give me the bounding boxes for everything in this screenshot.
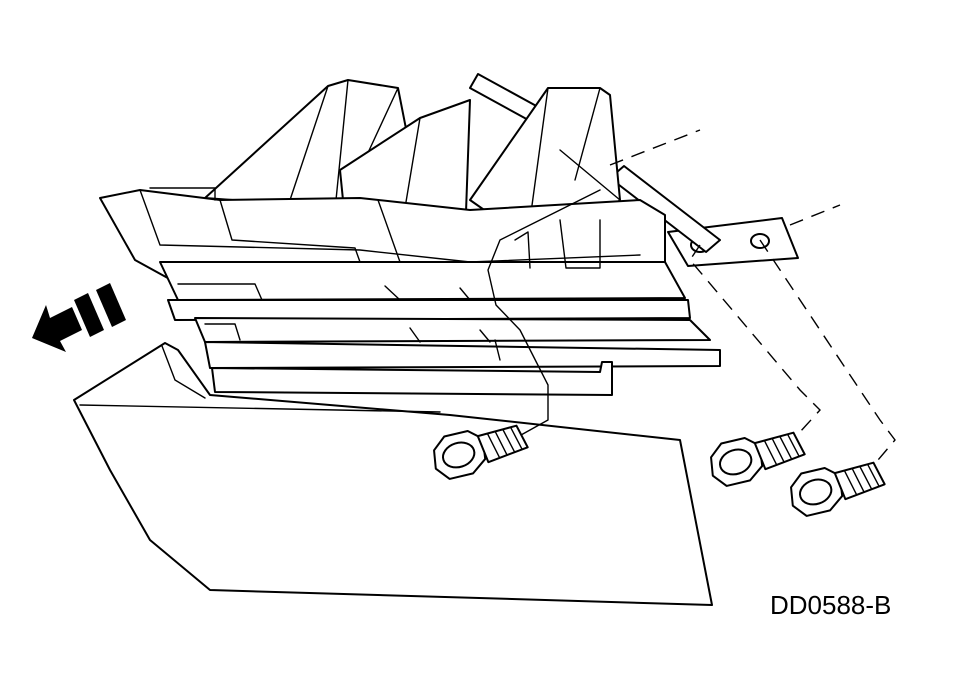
housing-body xyxy=(99,79,721,396)
bolt-icon xyxy=(710,431,806,487)
bolt-icon xyxy=(790,461,886,517)
bracket-hole xyxy=(750,233,770,249)
mounting-bracket xyxy=(609,165,799,267)
alignment-lines xyxy=(487,129,896,461)
front-cover-panel xyxy=(73,342,713,606)
figure-label: DD0588-B xyxy=(770,590,892,620)
bolt-icon xyxy=(433,424,529,480)
arrow-left-icon xyxy=(32,283,126,352)
